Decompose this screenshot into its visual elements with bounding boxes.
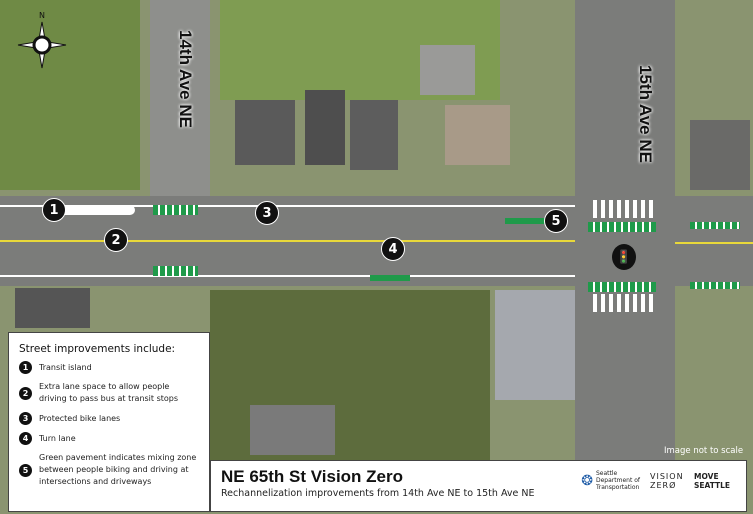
legend-number: 1 (19, 361, 32, 374)
street-label-15th: 15th Ave NE (636, 65, 655, 163)
center-yellow-line (0, 240, 575, 242)
center-yellow-line (675, 242, 753, 244)
move-seattle-logo: MOVE SEATTLE (694, 471, 731, 490)
marker-2: 2 (104, 228, 128, 252)
green-mixing-zone (153, 266, 198, 276)
legend-item: 5 Green pavement indicates mixing zone be… (19, 452, 199, 488)
legend-text: Turn lane (39, 433, 76, 443)
house-roof (350, 100, 398, 170)
traffic-signal-icon: 🚦 (612, 244, 636, 270)
legend-text: Transit island (39, 362, 92, 372)
map-title: NE 65th St Vision Zero (221, 467, 404, 486)
bike-lane-line (0, 275, 575, 277)
road-14th-ave (150, 0, 210, 200)
compass-north-label: N (39, 11, 45, 20)
logo-row: ❂ Seattle Department of Transportation V… (581, 470, 738, 491)
building-roof (420, 45, 475, 95)
green-mixing-zone (690, 282, 740, 289)
green-mixing-zone (690, 222, 740, 229)
legend: Street improvements include: 1 Transit is… (8, 332, 210, 512)
compass-rose-icon: N (17, 11, 67, 69)
legend-number: 5 (19, 463, 32, 477)
scale-note: Image not to scale (664, 446, 744, 456)
green-mixing-zone (153, 205, 198, 215)
marker-1: 1 (42, 198, 66, 222)
legend-item: 4 Turn lane (19, 432, 199, 445)
legend-item: 2 Extra lane space to allow people drivin… (19, 381, 199, 405)
legend-number: 3 (19, 412, 32, 425)
house-roof (235, 100, 295, 165)
bike-lane-line (0, 205, 575, 207)
house-roof (250, 405, 335, 455)
marker-4: 4 (381, 237, 405, 261)
crosswalk (593, 200, 653, 218)
building-roof (445, 105, 510, 165)
legend-number: 4 (19, 432, 32, 445)
sdot-logo: ❂ Seattle Department of Transportation (581, 470, 642, 491)
legend-item: 3 Protected bike lanes (19, 412, 199, 425)
house-roof (305, 90, 345, 165)
green-mixing-zone (370, 275, 410, 281)
building-roof (690, 120, 750, 190)
marker-5: 5 (544, 209, 568, 233)
legend-item: 1 Transit island (19, 361, 199, 374)
legend-text: Extra lane space to allow people driving… (39, 382, 179, 403)
green-mixing-zone (588, 282, 656, 292)
vision-zero-logo: VISION ZERØ (650, 471, 684, 490)
marker-3: 3 (255, 201, 279, 225)
title-block: NE 65th St Vision Zero Rechannelization … (210, 460, 747, 512)
sdot-seal-icon: ❂ (581, 472, 593, 489)
crosswalk (593, 294, 653, 312)
green-mixing-zone (588, 222, 656, 232)
sdot-logo-text: Seattle Department of Transportation (596, 470, 640, 491)
map-subtitle: Rechannelization improvements from 14th … (221, 488, 535, 499)
legend-number: 2 (19, 386, 32, 400)
legend-text: Green pavement indicates mixing zone bet… (39, 453, 197, 486)
house-roof (15, 288, 90, 328)
building-roof (495, 290, 575, 400)
park-area (0, 0, 140, 190)
green-mixing-zone (505, 218, 545, 224)
legend-heading: Street improvements include: (19, 343, 176, 355)
transit-island (45, 205, 135, 215)
street-label-14th: 14th Ave NE (176, 30, 195, 128)
legend-text: Protected bike lanes (39, 413, 121, 423)
